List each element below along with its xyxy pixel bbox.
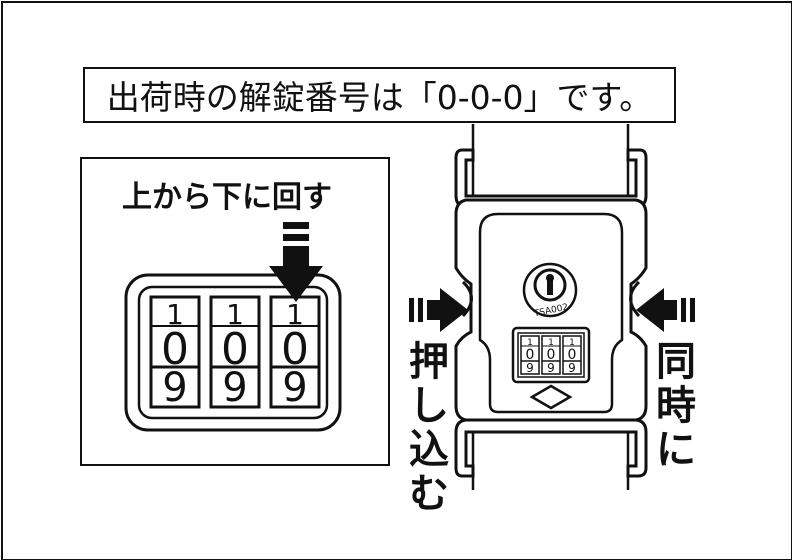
small-dial-2-current: 0 [547,347,556,363]
small-dial-1-bottom: 9 [526,361,534,375]
buckle-dial-window: 1 0 9 1 0 9 1 0 9 [511,326,591,384]
down-arrow-icon [269,222,323,302]
push-in-label: 押し込む [409,339,449,517]
push-left-arrow-icon [636,288,695,332]
dial-1-current-digit: 0 [161,324,189,375]
dial-2-current-digit: 0 [221,324,249,375]
lock-closeup: 1 0 9 1 0 9 1 0 9 [124,222,342,432]
small-dial-1[interactable]: 1 0 9 [520,335,540,375]
small-dial-3-top: 1 [569,338,575,348]
title-text: 出荷時の解錠番号は「0-0-0」です。 [106,78,653,117]
small-dial-1-top: 1 [527,338,533,348]
right-press-button[interactable] [629,280,641,318]
simultaneously-label: 同時に [656,339,696,473]
dial-3-frame [269,295,321,409]
small-dial-3-bottom: 9 [568,361,576,375]
dial-wheel-3[interactable]: 1 0 9 [269,295,321,411]
panel-heading: 上から下に回す [122,180,332,215]
buckle-illustration: TSA002 1 0 9 1 0 [454,124,648,490]
left-press-button[interactable] [461,280,473,318]
dial-wheel-2[interactable]: 1 0 9 [209,295,261,411]
dial-2-top-digit: 1 [226,298,244,331]
dial-1-top-digit: 1 [166,298,184,331]
dial-2-frame [209,295,261,409]
tsa-keyhole[interactable]: TSA002 [522,262,578,320]
small-dial-3-current: 0 [568,347,577,363]
dial-3-top-digit: 1 [286,298,304,331]
dial-3-current-digit: 0 [281,324,309,375]
dial-3-bottom-digit: 9 [282,365,307,411]
push-right-arrow-icon [409,288,468,332]
small-dial-2-top: 1 [548,338,554,348]
small-dial-1-current: 0 [526,347,535,363]
dial-panel [80,157,390,466]
buckle-inner-panel [478,212,624,414]
diamond-marker-icon [529,384,573,410]
small-dial-2-bottom: 9 [547,361,555,375]
small-dial-3[interactable]: 1 0 9 [562,335,582,375]
small-dial-2[interactable]: 1 0 9 [541,335,561,375]
buckle-bottom-latch [454,418,648,478]
title-box: 出荷時の解錠番号は「0-0-0」です。 [83,67,676,123]
dial-2-bottom-digit: 9 [222,365,247,411]
dial-1-bottom-digit: 9 [162,365,187,411]
dial-wheel-1[interactable]: 1 0 9 [149,295,201,411]
dial-1-frame [149,295,201,409]
